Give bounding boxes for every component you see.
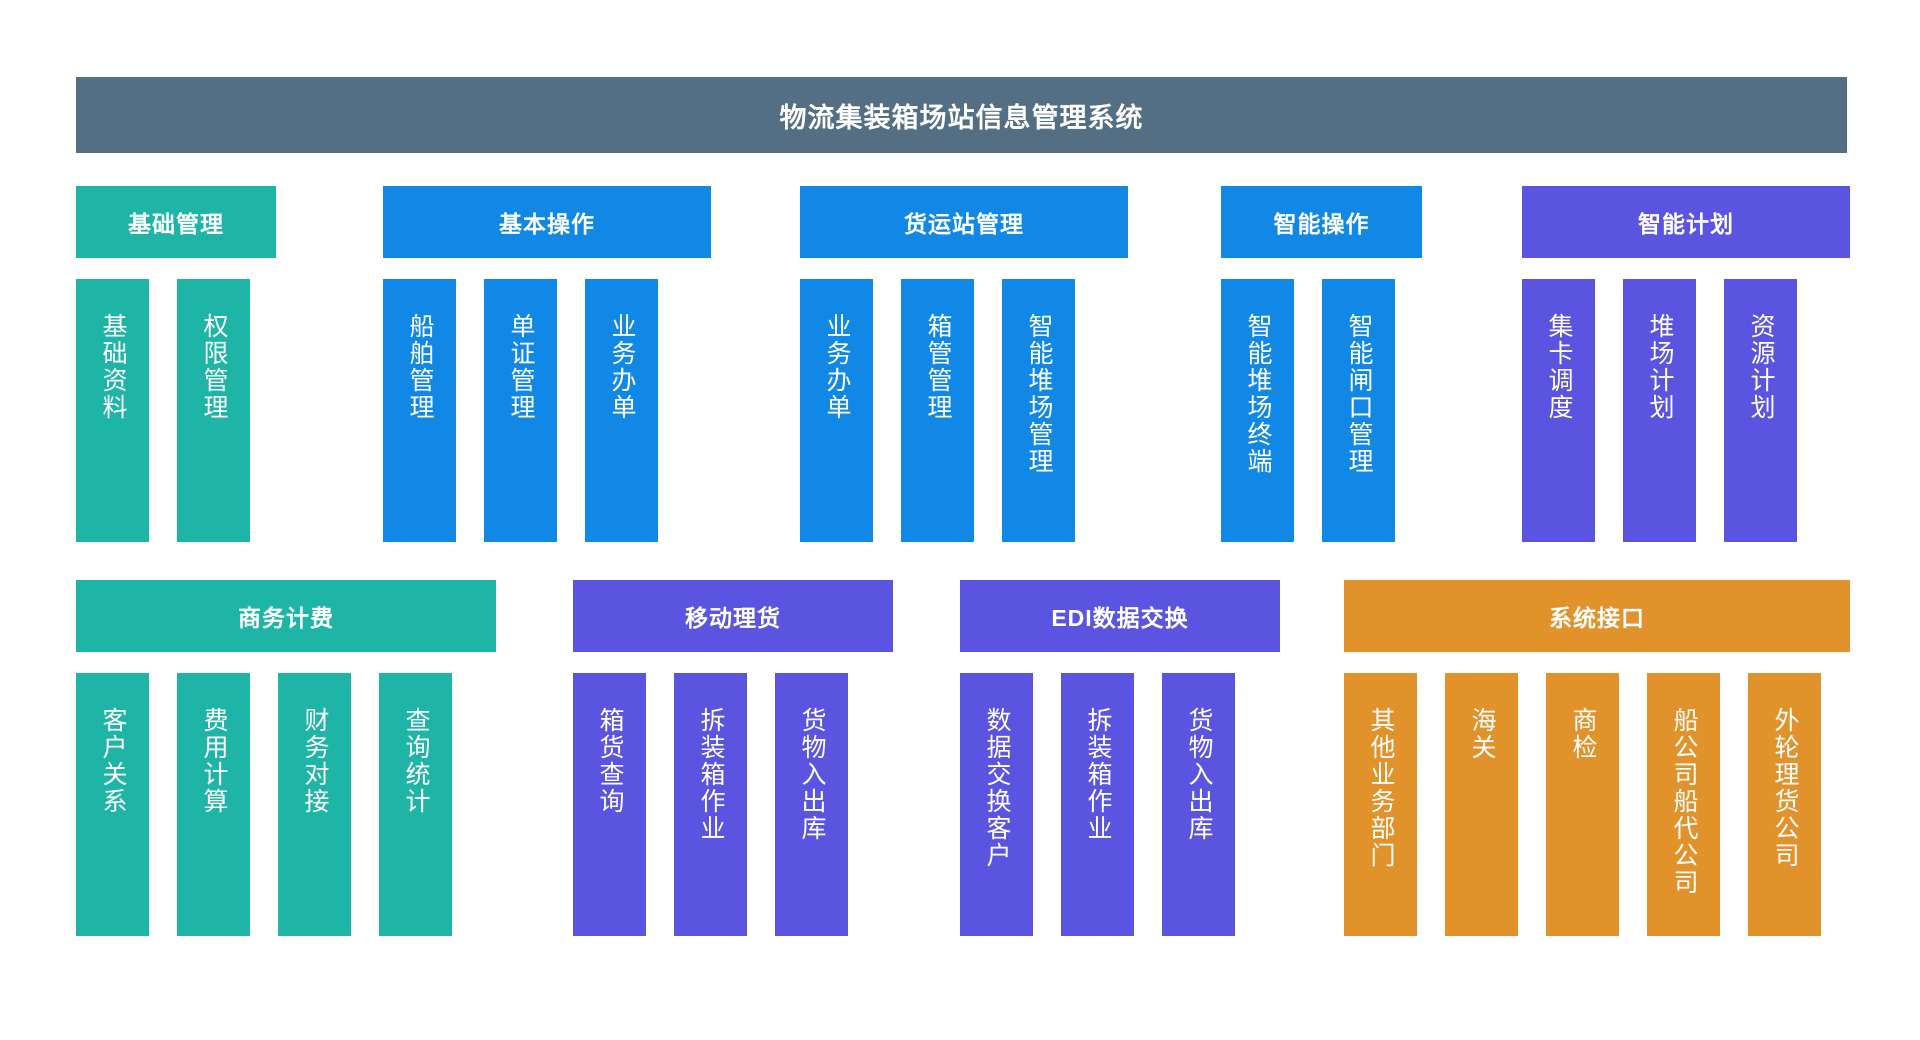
group-header-label: 智能计划	[1638, 211, 1734, 237]
module-item[interactable]: 客户关系	[76, 673, 149, 936]
module-item[interactable]: 船公司船代公司	[1647, 673, 1720, 936]
module-item-label: 数据交换客户	[983, 707, 1011, 869]
group-header[interactable]: 智能计划	[1522, 186, 1850, 258]
module-item[interactable]: 查询统计	[379, 673, 452, 936]
module-item[interactable]: 箱货查询	[573, 673, 646, 936]
module-item-label: 智能堆场管理	[1025, 313, 1053, 475]
group-header-label: 基本操作	[499, 211, 595, 237]
module-item-label: 船舶管理	[406, 313, 434, 421]
module-item-label: 费用计算	[200, 707, 228, 815]
group-header-label: 系统接口	[1549, 605, 1645, 631]
module-item-label: 箱货查询	[596, 707, 624, 815]
module-item-label: 箱管管理	[924, 313, 952, 421]
module-item[interactable]: 权限管理	[177, 279, 250, 542]
module-item[interactable]: 智能堆场终端	[1221, 279, 1294, 542]
module-item[interactable]: 财务对接	[278, 673, 351, 936]
group-header-label: EDI数据交换	[1051, 605, 1189, 631]
group-items: 客户关系 费用计算 财务对接 查询统计	[76, 673, 452, 936]
module-item-label: 客户关系	[99, 707, 127, 815]
group-items: 业务办单 箱管管理 智能堆场管理	[800, 279, 1075, 542]
module-item[interactable]: 单证管理	[484, 279, 557, 542]
module-item-label: 权限管理	[200, 313, 228, 421]
group-header[interactable]: EDI数据交换	[960, 580, 1280, 652]
module-item[interactable]: 商检	[1546, 673, 1619, 936]
module-item-label: 货物入出库	[1185, 707, 1213, 842]
group-header-label: 基础管理	[128, 211, 224, 237]
module-item-label: 拆装箱作业	[697, 707, 725, 842]
module-item-label: 拆装箱作业	[1084, 707, 1112, 842]
group-header-label: 货运站管理	[904, 211, 1024, 237]
module-item-label: 资源计划	[1747, 313, 1775, 421]
module-item[interactable]: 其他业务部门	[1344, 673, 1417, 936]
group-header[interactable]: 基础管理	[76, 186, 276, 258]
page-title: 物流集装箱场站信息管理系统	[779, 102, 1144, 133]
module-item[interactable]: 智能堆场管理	[1002, 279, 1075, 542]
group-items: 智能堆场终端 智能闸口管理	[1221, 279, 1395, 542]
module-item-label: 查询统计	[402, 707, 430, 815]
module-item-label: 货物入出库	[798, 707, 826, 842]
module-item[interactable]: 业务办单	[585, 279, 658, 542]
module-item[interactable]: 货物入出库	[775, 673, 848, 936]
module-item[interactable]: 资源计划	[1724, 279, 1797, 542]
module-item-label: 智能堆场终端	[1244, 313, 1272, 475]
group-header[interactable]: 商务计费	[76, 580, 496, 652]
module-item-label: 业务办单	[608, 313, 636, 421]
group-items: 数据交换客户 拆装箱作业 货物入出库	[960, 673, 1235, 936]
system-title-bar: 物流集装箱场站信息管理系统	[76, 77, 1847, 153]
group-header-label: 商务计费	[238, 605, 334, 631]
group-header[interactable]: 智能操作	[1221, 186, 1422, 258]
group-header[interactable]: 基本操作	[383, 186, 711, 258]
module-item[interactable]: 智能闸口管理	[1322, 279, 1395, 542]
module-item[interactable]: 堆场计划	[1623, 279, 1696, 542]
group-items: 其他业务部门 海关 商检 船公司船代公司 外轮理货公司	[1344, 673, 1821, 936]
module-item[interactable]: 货物入出库	[1162, 673, 1235, 936]
group-header[interactable]: 移动理货	[573, 580, 893, 652]
module-item-label: 堆场计划	[1646, 313, 1674, 421]
module-item[interactable]: 集卡调度	[1522, 279, 1595, 542]
group-header[interactable]: 货运站管理	[800, 186, 1128, 258]
module-item-label: 财务对接	[301, 707, 329, 815]
group-items: 集卡调度 堆场计划 资源计划	[1522, 279, 1797, 542]
group-header-label: 智能操作	[1273, 211, 1370, 237]
module-item-label: 外轮理货公司	[1771, 707, 1799, 869]
module-item-label: 智能闸口管理	[1345, 313, 1373, 475]
module-item[interactable]: 拆装箱作业	[1061, 673, 1134, 936]
group-header-label: 移动理货	[685, 605, 781, 631]
module-item[interactable]: 船舶管理	[383, 279, 456, 542]
module-item-label: 其他业务部门	[1367, 707, 1395, 869]
module-item-label: 海关	[1468, 707, 1496, 761]
module-item[interactable]: 基础资料	[76, 279, 149, 542]
module-item[interactable]: 数据交换客户	[960, 673, 1033, 936]
module-item-label: 业务办单	[823, 313, 851, 421]
module-item-label: 船公司船代公司	[1670, 707, 1698, 896]
group-items: 箱货查询 拆装箱作业 货物入出库	[573, 673, 848, 936]
module-item[interactable]: 外轮理货公司	[1748, 673, 1821, 936]
module-item[interactable]: 拆装箱作业	[674, 673, 747, 936]
module-item[interactable]: 费用计算	[177, 673, 250, 936]
group-items: 基础资料 权限管理	[76, 279, 250, 542]
module-item[interactable]: 海关	[1445, 673, 1518, 936]
module-item[interactable]: 业务办单	[800, 279, 873, 542]
module-item-label: 商检	[1569, 707, 1597, 761]
group-items: 船舶管理 单证管理 业务办单	[383, 279, 658, 542]
module-item-label: 集卡调度	[1545, 313, 1573, 421]
module-item-label: 单证管理	[507, 313, 535, 421]
module-item-label: 基础资料	[99, 313, 127, 421]
module-item[interactable]: 箱管管理	[901, 279, 974, 542]
group-header[interactable]: 系统接口	[1344, 580, 1850, 652]
